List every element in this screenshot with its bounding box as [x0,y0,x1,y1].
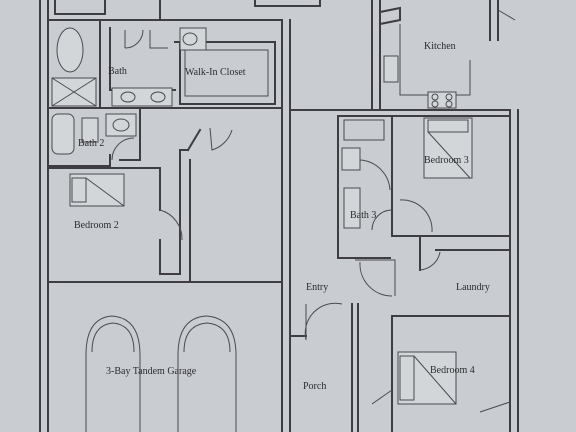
bedroom-3-bath-3-area [337,115,511,259]
master-bath-area [47,19,281,109]
car-right [177,315,237,432]
kitchen-sink [383,55,399,83]
bed-bedroom-3 [423,117,473,179]
label-entry: Entry [306,282,328,293]
kitchen-area [289,0,516,111]
cooktop [427,91,457,109]
label-bath-3: Bath 3 [350,210,376,221]
label-bedroom-2: Bedroom 2 [74,220,119,231]
bath-3-vanity [341,147,361,171]
bath-2-area [47,107,141,167]
laundry-area [355,235,511,297]
bedroom-2-area [47,127,233,275]
garage-area [85,159,237,432]
label-bedroom-4: Bedroom 4 [430,365,475,376]
bath-3-toilet [343,187,361,229]
room-labels: Kitchen Bath Walk-In Closet Bath 2 Bedro… [74,41,490,392]
bed-bedroom-4 [397,351,457,405]
label-laundry: Laundry [456,282,490,293]
car-left [85,315,141,432]
bed-bedroom-2 [69,173,125,207]
label-bedroom-3: Bedroom 3 [424,155,469,166]
bath-2-tub [51,113,75,155]
porch-bedroom-4-area [289,302,511,432]
bathtub [56,27,84,73]
bath-2-toilet [81,117,99,143]
label-kitchen: Kitchen [424,41,456,52]
label-garage: 3-Bay Tandem Garage [106,366,197,377]
toilet [179,27,207,51]
label-porch: Porch [303,381,326,392]
label-bath-2: Bath 2 [78,138,104,149]
label-walk-in-closet: Walk-In Closet [185,67,246,78]
label-bath: Bath [108,66,127,77]
